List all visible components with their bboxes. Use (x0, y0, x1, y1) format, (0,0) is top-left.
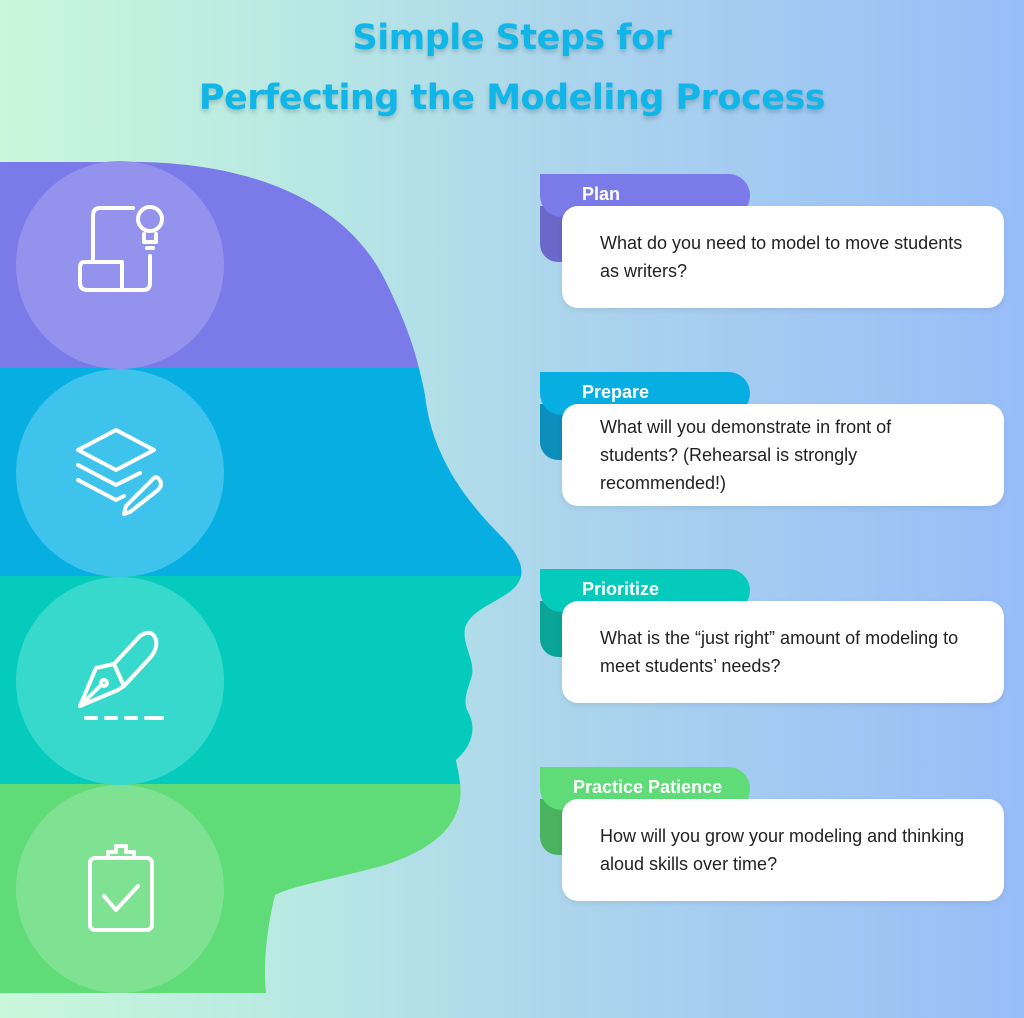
step-prepare: Prepare What will you demonstrate in fro… (540, 372, 1006, 512)
layers-pencil-icon (76, 428, 163, 516)
step-plan: Plan What do you need to model to move s… (540, 174, 1006, 314)
step-text: How will you grow your modeling and thin… (600, 826, 965, 874)
scroll-lightbulb-icon (78, 205, 164, 292)
step-card: How will you grow your modeling and thin… (562, 799, 1004, 901)
clipboard-check-icon (88, 844, 154, 932)
step-card: What is the “just right” amount of model… (562, 601, 1004, 703)
step-text: What do you need to model to move studen… (600, 233, 963, 281)
step-text: What will you demonstrate in front of st… (600, 417, 892, 493)
step-card: What do you need to model to move studen… (562, 206, 1004, 308)
step-practice-patience: Practice Patience How will you grow your… (540, 767, 1006, 907)
circle-practice-patience (16, 785, 224, 993)
step-card: What will you demonstrate in front of st… (562, 404, 1004, 506)
title-line-2: Perfecting the Modeling Process (198, 78, 826, 118)
step-text: What is the “just right” amount of model… (600, 628, 959, 676)
circle-prepare (16, 369, 224, 577)
pen-nib-icon (78, 630, 164, 720)
title-line-1: Simple Steps for (352, 18, 672, 58)
step-prioritize: Prioritize What is the “just right” amou… (540, 569, 1006, 709)
